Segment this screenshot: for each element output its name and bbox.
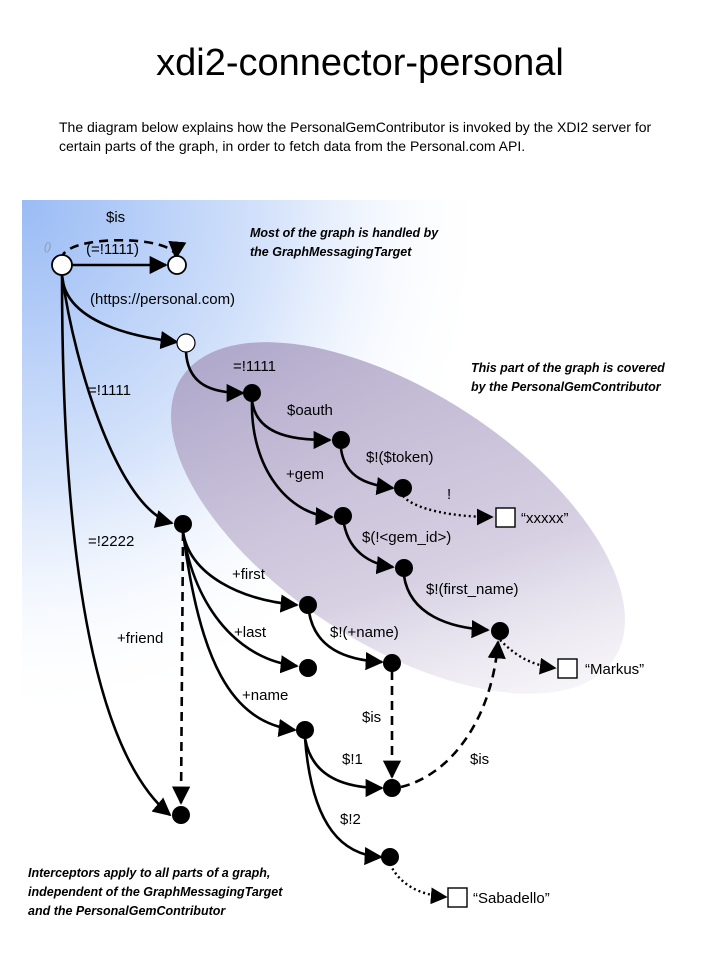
note-personal-gem-line-2: by the PersonalGemContributor: [471, 380, 662, 394]
label-d1: $!1: [342, 751, 363, 768]
label-plus-name: $!(+name): [330, 624, 399, 641]
note-personal-gem-line-1: This part of the graph is covered: [471, 361, 665, 375]
edge-token: [339, 448, 395, 496]
edge-d2: [303, 737, 383, 866]
first-name-node: [491, 622, 509, 640]
label-self: (=!1111): [86, 241, 139, 258]
label-p1111: =!1111: [233, 358, 276, 375]
edge-personal: [60, 274, 179, 350]
label-is-right: $is: [470, 751, 489, 768]
edge-plus-name: [307, 611, 384, 671]
label-token: $!($token): [366, 449, 434, 466]
label-first: +first: [232, 566, 266, 583]
edge-d1: [303, 737, 384, 798]
edge-p1111: [184, 351, 245, 403]
literal-sabadello: “Sabadello”: [473, 890, 550, 907]
literal-box-markus: [557, 658, 578, 679]
r2222-node: [172, 806, 190, 824]
edge-is-right: [400, 640, 506, 789]
edge-r1111: [60, 274, 174, 528]
root-label: (): [44, 241, 52, 253]
label-personal: (https://personal.com): [90, 291, 235, 308]
label-d2: $!2: [340, 811, 361, 828]
personal-node: [176, 333, 196, 353]
edge-gem: [250, 399, 334, 526]
plus-name-node: [383, 654, 401, 672]
label-r2222: =!2222: [88, 533, 134, 550]
d1-node: [383, 779, 401, 797]
personal-gem-region: [171, 342, 625, 694]
p1111-node: [243, 384, 261, 402]
edge-name: [181, 531, 297, 738]
edge-first-name: [402, 575, 490, 639]
name-node: [296, 721, 314, 739]
literal-box-sabadello: [447, 887, 468, 908]
literal-xxxxx: “xxxxx”: [521, 510, 569, 527]
edge-last: [181, 531, 299, 674]
token-node: [394, 479, 412, 497]
edge-sabadello: [388, 863, 448, 905]
label-gem-id: $(!<gem_id>): [362, 529, 451, 546]
label-gem: +gem: [286, 466, 324, 483]
label-r1111: =!1111: [88, 382, 131, 399]
page-title: xdi2-connector-personal: [156, 42, 564, 84]
literal-markus: “Markus”: [585, 661, 644, 678]
gem-id-node: [395, 559, 413, 577]
note-graph-messaging-line-2: the GraphMessagingTarget: [250, 245, 412, 259]
oauth-node: [332, 431, 350, 449]
edge-oauth: [250, 399, 332, 450]
label-name: +name: [242, 687, 288, 704]
edge-bang: [402, 495, 494, 526]
gem-node: [334, 507, 352, 525]
r1111-node: [174, 515, 192, 533]
edge-r2222: [60, 274, 172, 817]
edge-is-top: [60, 238, 187, 261]
self-node: [167, 255, 187, 275]
last-node: [299, 659, 317, 677]
intro-text: The diagram below explains how the Perso…: [59, 119, 652, 154]
edge-first: [181, 531, 299, 613]
note-interceptors-line-3: and the PersonalGemContributor: [28, 904, 226, 918]
label-friend: +friend: [117, 630, 163, 647]
d2-node: [381, 848, 399, 866]
label-oauth: $oauth: [287, 402, 333, 419]
first-node: [299, 596, 317, 614]
literal-box-xxxxx: [495, 507, 516, 528]
label-last: +last: [234, 624, 267, 641]
label-first-name: $!(first_name): [426, 581, 519, 598]
label-bang: !: [447, 486, 451, 503]
note-graph-messaging-line-1: Most of the graph is handled by: [250, 226, 439, 240]
label-is-top: $is: [106, 209, 125, 226]
edge-gem-id: [342, 523, 395, 575]
edge-friend: [172, 531, 191, 805]
note-interceptors-line-2: independent of the GraphMessagingTarget: [28, 885, 283, 899]
note-interceptors-line-1: Interceptors apply to all parts of a gra…: [28, 866, 270, 880]
label-is-mid: $is: [362, 709, 381, 726]
root-node: [51, 254, 73, 276]
